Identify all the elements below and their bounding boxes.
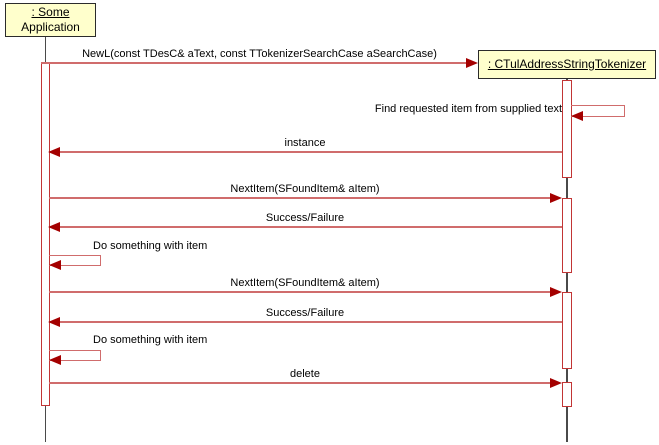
message-line-nextitem-2 xyxy=(49,291,550,293)
arrowhead-left-icon xyxy=(48,259,61,270)
message-label-find-requested-item: Find requested item from supplied text xyxy=(374,103,562,115)
message-label-delete: delete xyxy=(290,368,320,380)
actor-name-line2: Application xyxy=(21,20,80,34)
message-line-delete xyxy=(49,382,550,384)
actor-box-some-application: : Some Application xyxy=(5,3,96,37)
message-label-do-something-1: Do something with item xyxy=(93,240,208,252)
activation-bar-tokenizer-2 xyxy=(562,198,572,273)
message-line-success-failure-2 xyxy=(60,321,562,323)
arrowhead-right-icon xyxy=(550,193,562,203)
message-label-nextitem-1: NextItem(SFoundItem& aItem) xyxy=(230,183,380,195)
arrowhead-right-icon xyxy=(466,58,478,68)
arrowhead-left-icon xyxy=(48,222,60,232)
activation-bar-tokenizer-1 xyxy=(562,79,572,178)
actor-box-ctul-address-string-tokenizer: : CTulAddressStringTokenizer xyxy=(478,50,656,79)
activation-bar-tokenizer-3 xyxy=(562,292,572,369)
message-label-success-failure-2: Success/Failure xyxy=(265,307,345,319)
message-label-newl: NewL(const TDesC& aText, const TTokenize… xyxy=(82,48,437,60)
message-label-do-something-2: Do something with item xyxy=(93,334,208,346)
self-message-loop-application-2 xyxy=(48,350,101,361)
arrowhead-right-icon xyxy=(550,378,562,388)
actor-name: : CTulAddressStringTokenizer xyxy=(487,57,647,71)
message-label-instance: instance xyxy=(284,137,326,149)
arrowhead-left-icon xyxy=(571,111,583,121)
arrowhead-left-icon xyxy=(48,317,60,327)
message-label-nextitem-2: NextItem(SFoundItem& aItem) xyxy=(230,277,380,289)
message-line-nextitem-1 xyxy=(49,197,550,199)
arrowhead-right-icon xyxy=(550,287,562,297)
activation-bar-tokenizer-4 xyxy=(562,382,572,407)
message-line-success-failure-1 xyxy=(60,226,562,228)
message-line-instance xyxy=(60,151,562,153)
actor-name: : Some xyxy=(31,5,70,19)
arrowhead-left-icon xyxy=(48,354,61,365)
arrowhead-left-icon xyxy=(48,147,60,157)
message-label-success-failure-1: Success/Failure xyxy=(265,212,345,224)
self-message-loop-application-1 xyxy=(48,255,101,266)
self-message-loop-tokenizer xyxy=(571,105,625,117)
message-line-newl xyxy=(41,62,467,64)
